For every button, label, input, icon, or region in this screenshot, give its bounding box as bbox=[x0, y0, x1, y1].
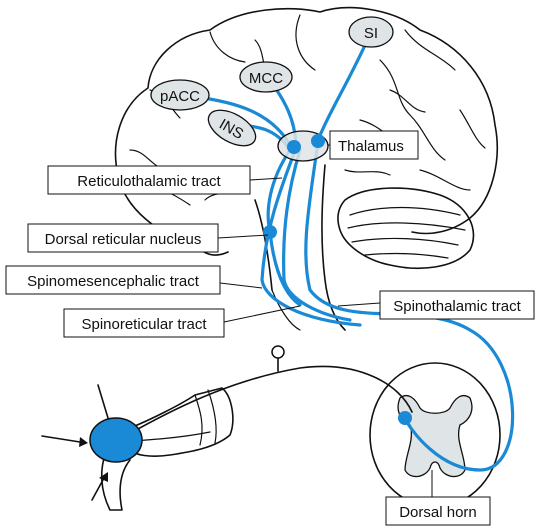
receptor bbox=[90, 418, 142, 462]
spinal-cord-section bbox=[370, 363, 500, 507]
label-spinomesencephalic-tract-text: Spinomesencephalic tract bbox=[27, 273, 200, 290]
thalamus-node-left-top bbox=[287, 140, 301, 154]
label-dorsal-horn: Dorsal horn bbox=[386, 497, 490, 525]
label-spinothalamic-tract-text: Spinothalamic tract bbox=[393, 298, 521, 315]
label-dorsal-horn-text: Dorsal horn bbox=[399, 504, 477, 521]
dorsal-horn-node bbox=[398, 411, 412, 425]
region-mcc-label: MCC bbox=[249, 70, 283, 87]
label-reticulothalamic-tract-text: Reticulothalamic tract bbox=[77, 173, 221, 190]
reticular-to-cord-line bbox=[284, 150, 350, 320]
label-spinoreticular-tract: Spinoreticular tract bbox=[64, 309, 224, 337]
region-si-label: SI bbox=[364, 25, 378, 42]
region-si: SI bbox=[349, 17, 393, 47]
label-spinoreticular-tract-text: Spinoreticular tract bbox=[81, 316, 207, 333]
label-thalamus-text: Thalamus bbox=[338, 138, 404, 155]
region-pacc: pACC bbox=[151, 80, 209, 110]
cerebellum bbox=[338, 188, 474, 268]
dorsal-root-ganglion bbox=[272, 346, 284, 358]
reticular-node bbox=[263, 225, 277, 239]
region-mcc: MCC bbox=[240, 62, 292, 92]
thalamus-node-right-top bbox=[311, 134, 325, 148]
label-dorsal-reticular-nucleus: Dorsal reticular nucleus bbox=[28, 224, 218, 252]
label-dorsal-reticular-nucleus-text: Dorsal reticular nucleus bbox=[45, 231, 202, 248]
label-spinomesencephalic-tract: Spinomesencephalic tract bbox=[6, 266, 220, 294]
peripheral-nerve bbox=[102, 346, 412, 510]
tract-to-si bbox=[318, 32, 371, 140]
label-spinothalamic-tract: Spinothalamic tract bbox=[380, 291, 534, 319]
label-reticulothalamic-tract: Reticulothalamic tract bbox=[48, 166, 250, 194]
label-thalamus: Thalamus bbox=[330, 131, 418, 159]
region-pacc-label: pACC bbox=[160, 88, 200, 105]
